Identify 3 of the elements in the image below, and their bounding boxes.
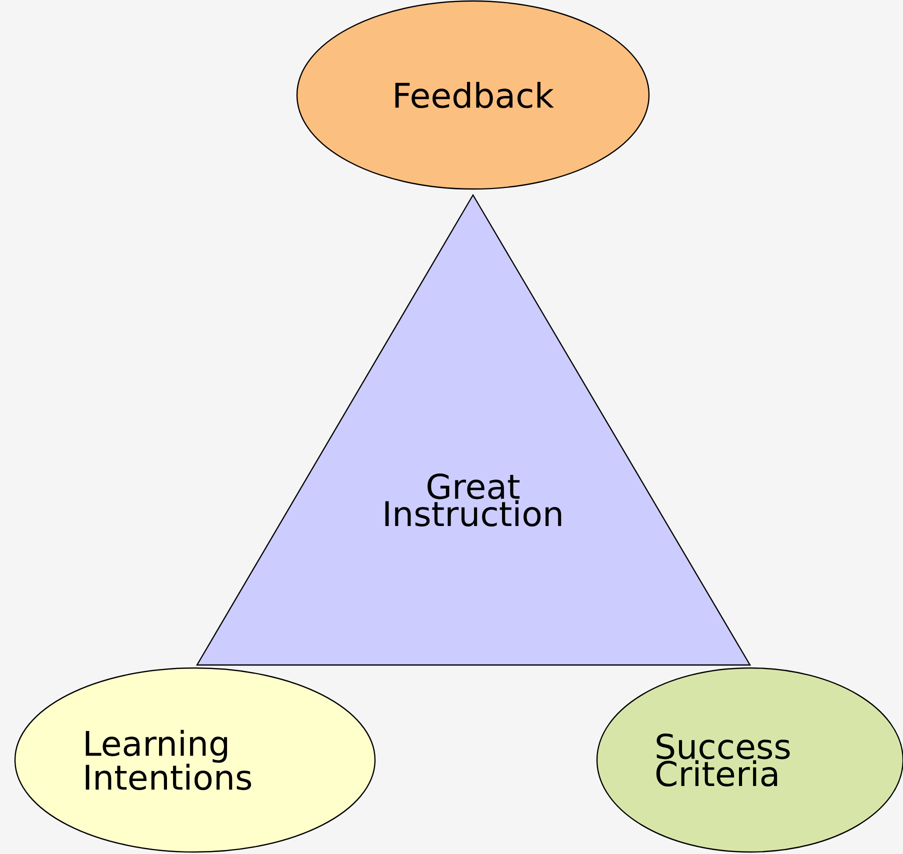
oval-node: Success Criteria	[596, 667, 903, 853]
oval-node: Feedback	[296, 0, 650, 190]
oval-node: Learning Intentions	[14, 667, 376, 853]
